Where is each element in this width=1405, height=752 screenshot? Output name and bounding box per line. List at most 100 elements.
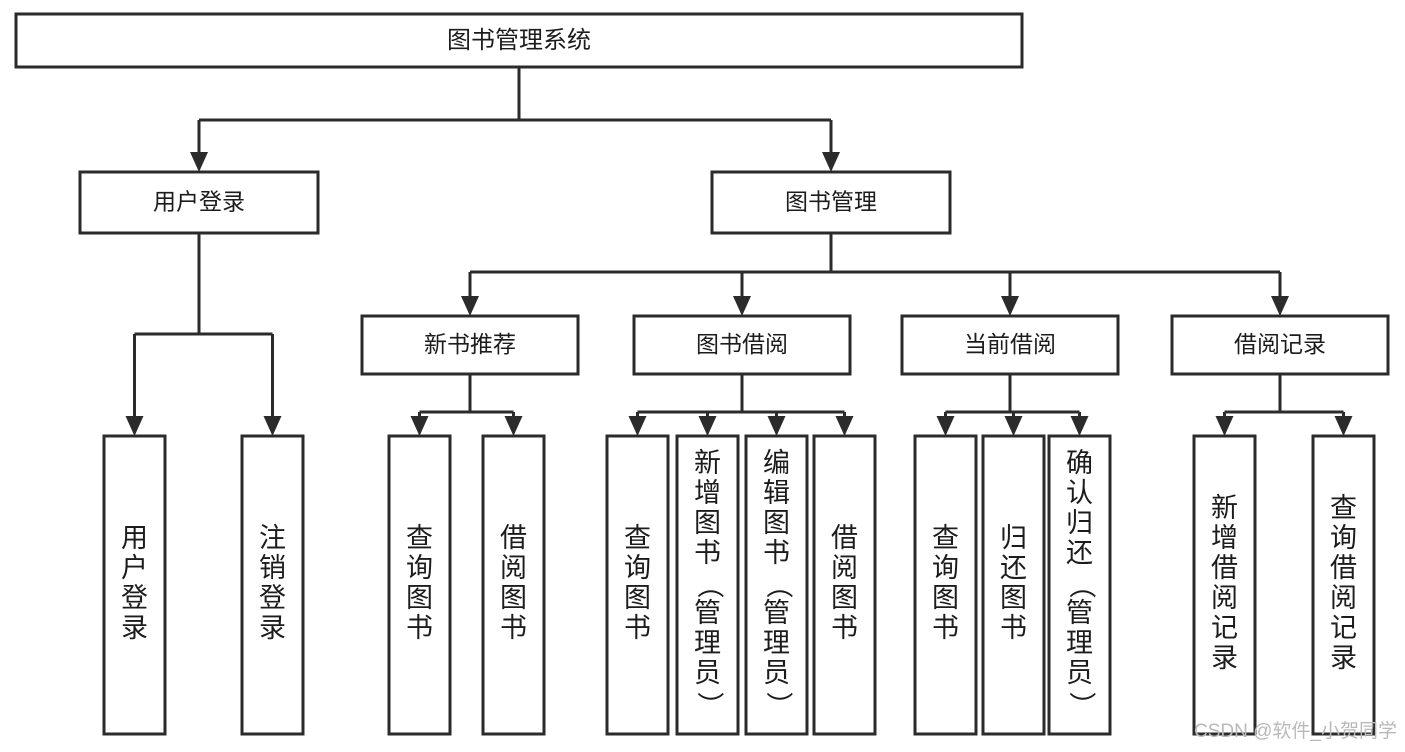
node-label-char: 录: [121, 613, 148, 643]
node-label-char: 新: [1211, 493, 1238, 523]
arrow-head-icon: [698, 416, 717, 436]
node-label-char: 查: [624, 523, 651, 553]
node-root[interactable]: 图书管理系统: [14, 12, 1024, 69]
node-label-char: 书: [932, 613, 959, 643]
node-label-char: ）: [1066, 692, 1096, 719]
node-label-char: 图: [763, 508, 790, 538]
node-borrow-record[interactable]: 借阅记录: [1170, 314, 1390, 376]
node-rect: [605, 434, 670, 736]
node-label-char: 书: [831, 613, 858, 643]
node-rect: [913, 434, 978, 736]
node-label: 新书推荐: [424, 331, 516, 357]
node-label-char: ）: [694, 692, 724, 719]
arrow-head-icon: [1001, 296, 1019, 316]
node-user-login[interactable]: 用户登录: [78, 170, 320, 235]
node-label-char: 借: [1211, 553, 1238, 583]
node-label-char: 还: [1066, 538, 1093, 568]
node-label-char: 阅: [500, 553, 527, 583]
arrow-head-icon: [767, 416, 786, 436]
node-rect: [710, 170, 952, 235]
node-label-char: 查: [932, 523, 959, 553]
arrow-head-icon: [504, 416, 523, 436]
arrow-head-icon: [1271, 296, 1289, 316]
node-label-char: 书: [1000, 613, 1027, 643]
arrow-head-icon: [835, 416, 854, 436]
node-label-char: 确: [1066, 448, 1093, 478]
arrow-head-icon: [1070, 416, 1089, 436]
node-label-char: 管: [1066, 598, 1093, 628]
node-label-char: （: [1066, 572, 1096, 599]
node-rect: [78, 170, 320, 235]
node-label-char: 新: [694, 448, 721, 478]
node-rect: [1311, 434, 1376, 736]
edge-group-book-borrow: [628, 374, 854, 436]
edge-group-root: [190, 67, 840, 172]
edge-group-new-book-recommend: [410, 374, 523, 436]
arrow-head-icon: [190, 152, 208, 172]
node-rect: [1047, 434, 1112, 736]
node-label-char: 登: [121, 583, 148, 613]
node-label-char: 书: [763, 538, 790, 568]
edge-group-book-management: [461, 233, 1289, 316]
node-label-char: 阅: [1330, 583, 1357, 613]
node-label-char: 编: [763, 448, 790, 478]
node-label: 借阅记录: [1234, 331, 1326, 357]
node-label-char: 录: [259, 613, 286, 643]
node-label-char: 询: [624, 553, 651, 583]
node-label-char: 阅: [831, 553, 858, 583]
node-label-char: 理: [694, 628, 721, 658]
node-label-char: ）: [763, 692, 793, 719]
node-rect: [14, 12, 1024, 69]
node-rect: [812, 434, 877, 736]
node-rect: [900, 314, 1120, 376]
node-label-char: 查: [406, 523, 433, 553]
node-label-char: 图: [624, 583, 651, 613]
connector-layer: [125, 67, 1353, 436]
node-book-borrow[interactable]: 图书借阅: [632, 314, 852, 376]
node-label-char: 管: [763, 598, 790, 628]
node-label-char: 记: [1211, 613, 1238, 643]
node-label-char: 图: [694, 508, 721, 538]
node-label-char: 图: [1000, 583, 1027, 613]
edge-group-borrow-record: [1215, 374, 1353, 436]
node-label-char: 书: [406, 613, 433, 643]
node-current-borrow[interactable]: 当前借阅: [900, 314, 1120, 376]
node-label-char: 录: [1330, 643, 1357, 673]
node-label-char: 用: [121, 523, 148, 553]
node-label: 当前借阅: [964, 331, 1056, 357]
arrow-head-icon: [822, 152, 840, 172]
node-rect: [102, 434, 167, 736]
node-label-char: 借: [831, 523, 858, 553]
node-label-char: 录: [1211, 643, 1238, 673]
node-label-char: 借: [1330, 553, 1357, 583]
node-label-char: 登: [259, 583, 286, 613]
leaf-node-leaf-user-login[interactable]: 用户登录: [102, 434, 167, 736]
arrow-head-icon: [733, 296, 751, 316]
node-label-char: 增: [694, 478, 721, 508]
node-label-char: 图: [406, 583, 433, 613]
node-book-management[interactable]: 图书管理: [710, 170, 952, 235]
arrow-head-icon: [263, 416, 282, 436]
node-rect: [981, 434, 1046, 736]
edge-group-current-borrow: [936, 374, 1089, 436]
node-label-char: 归: [1066, 508, 1093, 538]
node-label: 图书借阅: [696, 331, 788, 357]
node-label: 图书管理: [785, 189, 877, 215]
node-label-char: 员: [1066, 658, 1093, 688]
node-new-book-recommend[interactable]: 新书推荐: [360, 314, 580, 376]
node-rect: [675, 434, 740, 736]
